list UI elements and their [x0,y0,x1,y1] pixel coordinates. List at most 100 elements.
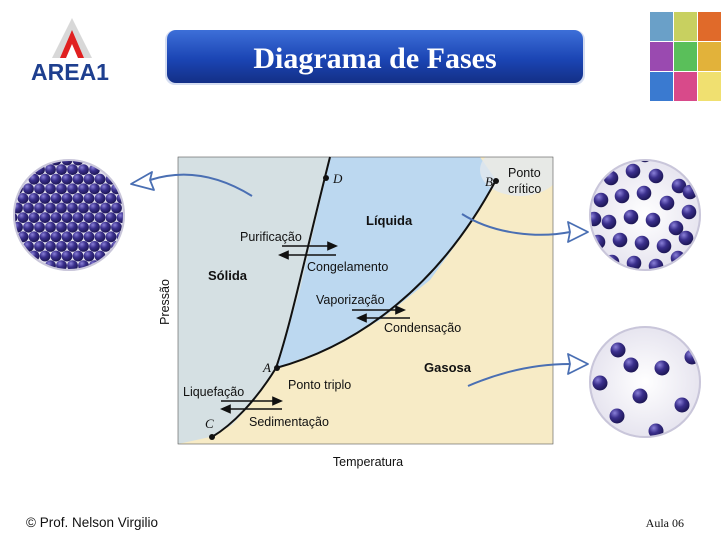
solid-particle [67,202,78,214]
solid-particle [34,183,45,195]
liquid-particle [626,255,642,270]
solid-particle [89,183,100,195]
solid-particle [83,212,95,224]
gas-particle [674,397,690,413]
solid-particle [89,221,100,233]
gas-particle [632,388,648,404]
sublimation-curve [211,367,277,438]
liquid-particle [641,279,656,294]
solid-particle [72,212,84,224]
solid-particle [23,202,34,214]
solid-particle [61,212,73,224]
solid-particle [23,183,34,195]
gas-particle [623,357,639,373]
solid-particle [94,173,106,185]
point-d [323,175,329,181]
liquid-particle [614,188,630,204]
label-b: B [485,174,493,189]
solid-particle [34,202,45,214]
freezing-label: Congelamento [307,260,388,274]
liquid-particle [601,214,617,230]
gas-particle [609,408,625,424]
liquid-particle [593,192,609,208]
solid-particle [83,193,95,204]
critical-point-label-2: crítico [508,182,541,196]
solid-particle [17,212,29,224]
phase-diagram: D B A C Ponto crítico Ponto triplo Sólid… [158,156,554,469]
label-a: A [262,360,271,375]
solid-particle [100,183,111,195]
solid-particle [45,241,56,252]
liquid-particle [671,178,687,194]
solid-particle [61,250,73,262]
collage-photo [698,12,721,41]
solid-particle [39,250,51,262]
liquid-particle [668,220,684,236]
gas-particles-circle [589,326,701,438]
gas-particle [610,342,626,358]
page-title: Diagrama de Fases [253,42,496,75]
solid-particle [56,164,67,176]
solid-particle [83,231,95,243]
solid-particle [111,202,122,214]
label-c: C [205,416,214,431]
solid-particle [45,221,56,233]
solid-particle [56,183,67,195]
sedimentation-label: Sedimentação [249,415,329,429]
point-c [209,434,215,440]
solid-particle [78,202,89,214]
title-banner: Diagrama de Fases [165,30,585,85]
solid-particles-circle [13,159,125,271]
liquid-particles-circle [589,159,701,294]
solid-particle [94,231,106,243]
arrow-to-liquid-icon [567,221,589,243]
x-axis-label: Temperatura [333,455,403,469]
liquid-particle [636,185,652,201]
purification-label: Purificação [240,230,302,244]
solid-particle [39,173,51,185]
collage-photo [650,12,673,41]
collage-photo [698,42,721,71]
gas-particle [654,360,670,376]
y-axis-label: Pressão [158,279,172,325]
solid-particle [34,241,45,252]
solid-particle [50,193,62,204]
collage-photo [698,72,721,101]
liquid-particle [623,209,639,225]
solid-particle [39,231,51,243]
solid-particle [78,164,89,176]
liquid-particle [659,195,675,211]
collage-photo [674,12,697,41]
solid-particle [100,221,111,233]
logo-text: AREA1 [31,59,109,85]
process-arrows [220,241,410,414]
solid-particle [50,231,62,243]
solid-particle [56,221,67,233]
solid-particle [72,231,84,243]
solid-particle [50,250,62,262]
solid-label: Sólida [208,268,248,283]
solid-particle [94,212,106,224]
collage-photo [674,72,697,101]
solid-particle [45,183,56,195]
solid-particle [28,212,40,224]
logo: AREA1 [31,18,109,85]
liquid-particle [634,235,650,251]
solid-particle [100,241,111,252]
vaporization-curve [275,179,497,369]
liquid-particle [648,258,664,270]
solid-particle [105,231,117,243]
solid-particle [72,250,84,262]
solid-particle [111,221,122,233]
critical-point-label: Ponto [508,166,541,180]
gas-particle [592,375,608,391]
solid-particle [72,173,84,185]
liquid-particle [678,230,694,246]
liquid-particle [625,163,641,179]
critical-point [493,178,499,184]
liquid-label: Líquida [366,213,413,228]
solid-particle [67,221,78,233]
liquid-particle [656,238,672,254]
solid-particle [78,221,89,233]
